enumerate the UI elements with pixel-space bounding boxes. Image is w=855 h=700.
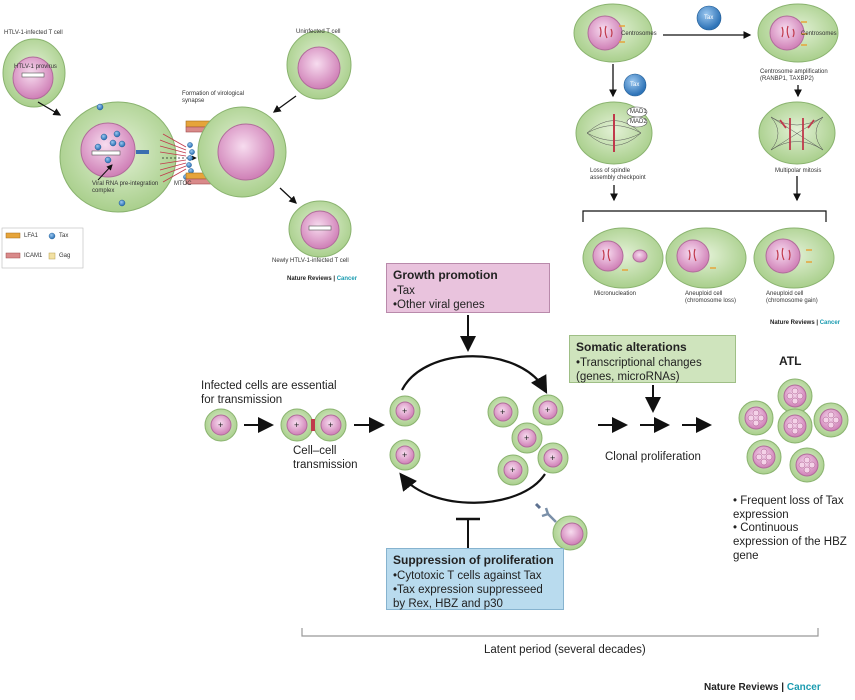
latent-period-label: Latent period (several decades) bbox=[484, 644, 646, 656]
micronucleation-label: Micronucleation bbox=[594, 291, 637, 297]
somatic-item: Transcriptional changes (genes, microRNA… bbox=[576, 356, 729, 384]
infected-essential-label: Infected cells are essential for transmi… bbox=[201, 380, 337, 406]
loss-checkpoint-label: Loss of spindle assembly checkpoint bbox=[590, 168, 646, 181]
plus-marker: + bbox=[510, 465, 516, 475]
cycle-top-arc bbox=[401, 355, 548, 394]
multipolar-cell bbox=[758, 101, 836, 165]
plus-marker: + bbox=[402, 406, 408, 416]
donor-nucleus bbox=[80, 122, 136, 178]
plus-marker: + bbox=[218, 420, 224, 430]
legend-lfa1-label: LFA1 bbox=[24, 233, 39, 239]
mad1-label: MAD1 bbox=[630, 109, 647, 115]
multipolar-label: Multipolar mitosis bbox=[775, 168, 822, 174]
plus-marker: + bbox=[550, 453, 556, 463]
cycle-bottom-arc bbox=[399, 472, 546, 504]
suppression-box: Suppression of proliferation Cytotoxic T… bbox=[386, 548, 564, 610]
newly-infected-label: Newly HTLV-1-infected T cell bbox=[272, 258, 349, 264]
panel-a-legend bbox=[1, 227, 84, 269]
provirus-label: HTLV-1 provirus bbox=[14, 64, 57, 70]
viral-rna-label: Viral RNA pre-integration complex bbox=[92, 181, 159, 194]
atl-note-2: • Continuous expression of the HBZ gene bbox=[733, 522, 847, 562]
infected-cell-label: HTLV-1-infected T cell bbox=[4, 30, 63, 36]
uninfected-label: Uninfected T cell bbox=[296, 29, 341, 35]
provirus-glyph bbox=[21, 72, 45, 78]
tax-dots bbox=[94, 103, 126, 207]
plus-marker: + bbox=[294, 420, 300, 430]
suppression-item-ctl: Cytotoxic T cells against Tax bbox=[393, 569, 557, 583]
atl-cells bbox=[738, 378, 849, 483]
panel-b bbox=[573, 3, 839, 289]
aneuploid-loss-label: Aneuploid cell (chromosome loss) bbox=[685, 291, 737, 304]
plus-marker: + bbox=[545, 405, 551, 415]
growth-title: Growth promotion bbox=[393, 268, 498, 282]
synapse-label: Formation of virological synapse bbox=[182, 91, 245, 104]
infected-t-cell-nucleus bbox=[12, 56, 54, 100]
mad2-label: MAD2 bbox=[630, 119, 647, 125]
tax-label-2: Tax bbox=[630, 82, 640, 88]
centrosomes-label-2: Centrosomes bbox=[801, 31, 837, 37]
plus-marker: + bbox=[500, 407, 506, 417]
atl-note-1: • Frequent loss of Tax expression bbox=[733, 495, 844, 521]
legend-icam1-label: ICAM1 bbox=[24, 253, 43, 259]
suppression-item-tax: Tax expression suppresseed by Rex, HBZ a… bbox=[393, 583, 557, 611]
suppression-title: Suppression of proliferation bbox=[393, 553, 554, 567]
plus-marker: + bbox=[328, 420, 334, 430]
centrosomes-label-1: Centrosomes bbox=[621, 31, 657, 37]
legend-gag-label: Gag bbox=[59, 253, 71, 259]
plus-marker: + bbox=[402, 450, 408, 460]
tax-badge-1 bbox=[696, 5, 722, 31]
cell-cell-pair bbox=[280, 408, 347, 442]
latent-bracket bbox=[301, 628, 819, 637]
cycle-cells bbox=[389, 394, 569, 486]
legend-tax-label: Tax bbox=[59, 233, 69, 239]
journal-credit-b: Nature Reviews | Cancer bbox=[770, 320, 841, 326]
main-panel bbox=[204, 315, 849, 637]
journal-credit-a: Nature Reviews | Cancer bbox=[287, 276, 358, 282]
infected-cell-single bbox=[204, 408, 238, 442]
somatic-alterations-box: Somatic alterations Transcriptional chan… bbox=[569, 335, 736, 383]
growth-item-other: Other viral genes bbox=[393, 298, 543, 312]
amplification-label: Centrosome amplification (RANBP1, TAXBP2… bbox=[760, 69, 828, 82]
mtoc-label: MTOC bbox=[174, 181, 192, 187]
panel-a bbox=[1, 30, 352, 269]
tax-badge-2 bbox=[623, 73, 647, 97]
plus-marker: + bbox=[524, 433, 530, 443]
growth-promotion-box: Growth promotion Tax Other viral genes bbox=[386, 263, 550, 313]
clonal-proliferation-label: Clonal proliferation bbox=[605, 451, 701, 463]
growth-item-tax: Tax bbox=[393, 284, 543, 298]
cytotoxic-t-cell bbox=[534, 502, 588, 551]
tax-label-1: Tax bbox=[704, 15, 714, 21]
somatic-title: Somatic alterations bbox=[576, 340, 687, 354]
journal-credit-main: Nature Reviews | Cancer bbox=[704, 682, 821, 693]
atl-label: ATL bbox=[779, 354, 802, 368]
aneuploid-gain-label: Aneuploid cell (chromosome gain) bbox=[766, 291, 818, 304]
cell-cell-label: Cell–cell transmission bbox=[293, 445, 358, 471]
